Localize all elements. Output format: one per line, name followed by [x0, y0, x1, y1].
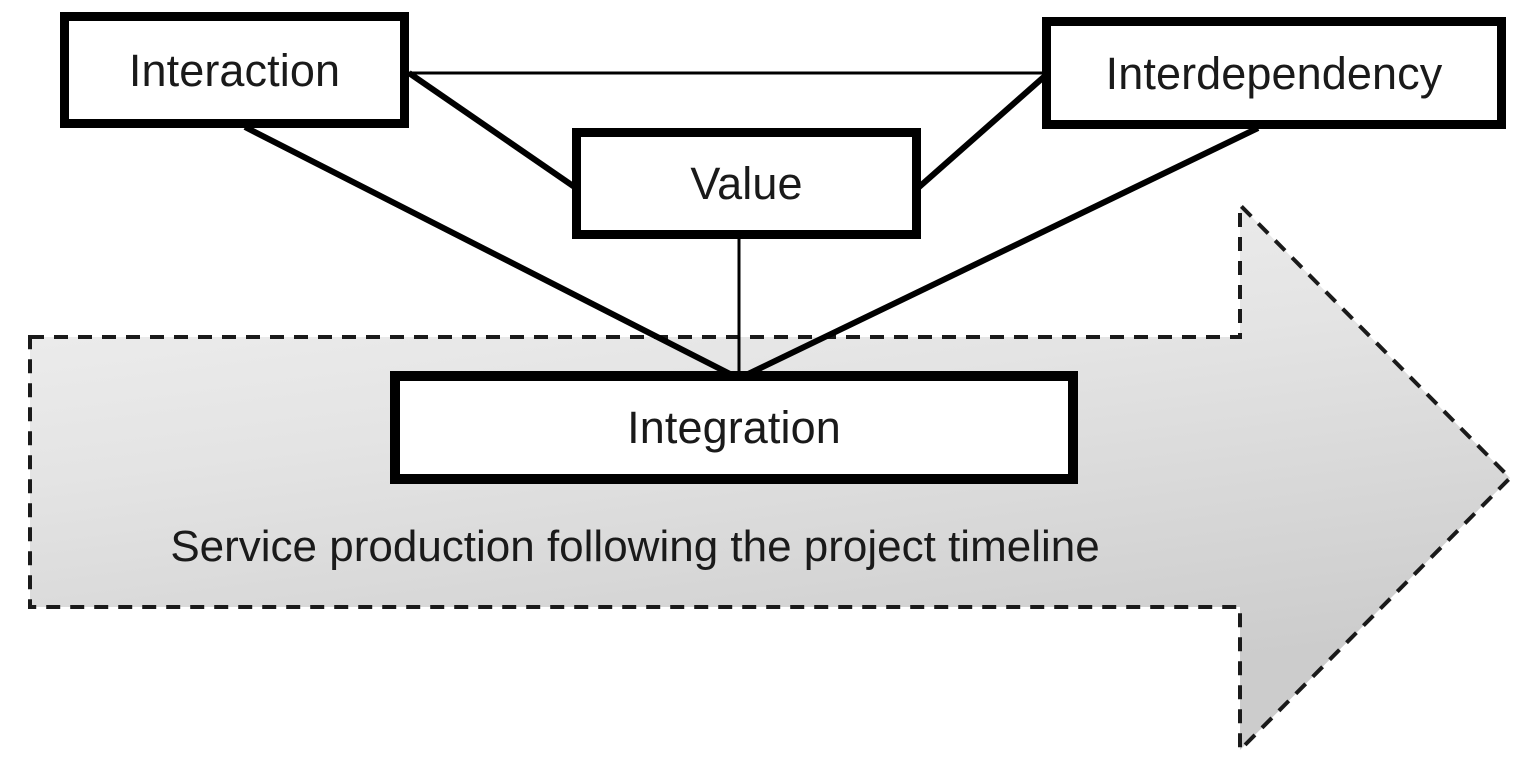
- node-integration-label: Integration: [627, 402, 841, 453]
- connector-value-interdependency: [916, 72, 1048, 191]
- node-interaction-label: Interaction: [128, 44, 341, 96]
- node-interaction[interactable]: Interaction: [60, 12, 409, 128]
- connector-interdependency-integration: [740, 125, 1260, 380]
- node-integration[interactable]: Integration: [390, 371, 1078, 484]
- node-interdependency-label: Interdependency: [1105, 47, 1443, 99]
- connector-interaction-integration: [243, 124, 738, 380]
- arrow-caption: Service production following the project…: [170, 522, 1100, 571]
- node-interdependency[interactable]: Interdependency: [1042, 17, 1506, 129]
- connector-interaction-value: [407, 70, 578, 191]
- node-value-label: Value: [690, 158, 803, 209]
- node-value[interactable]: Value: [572, 128, 921, 239]
